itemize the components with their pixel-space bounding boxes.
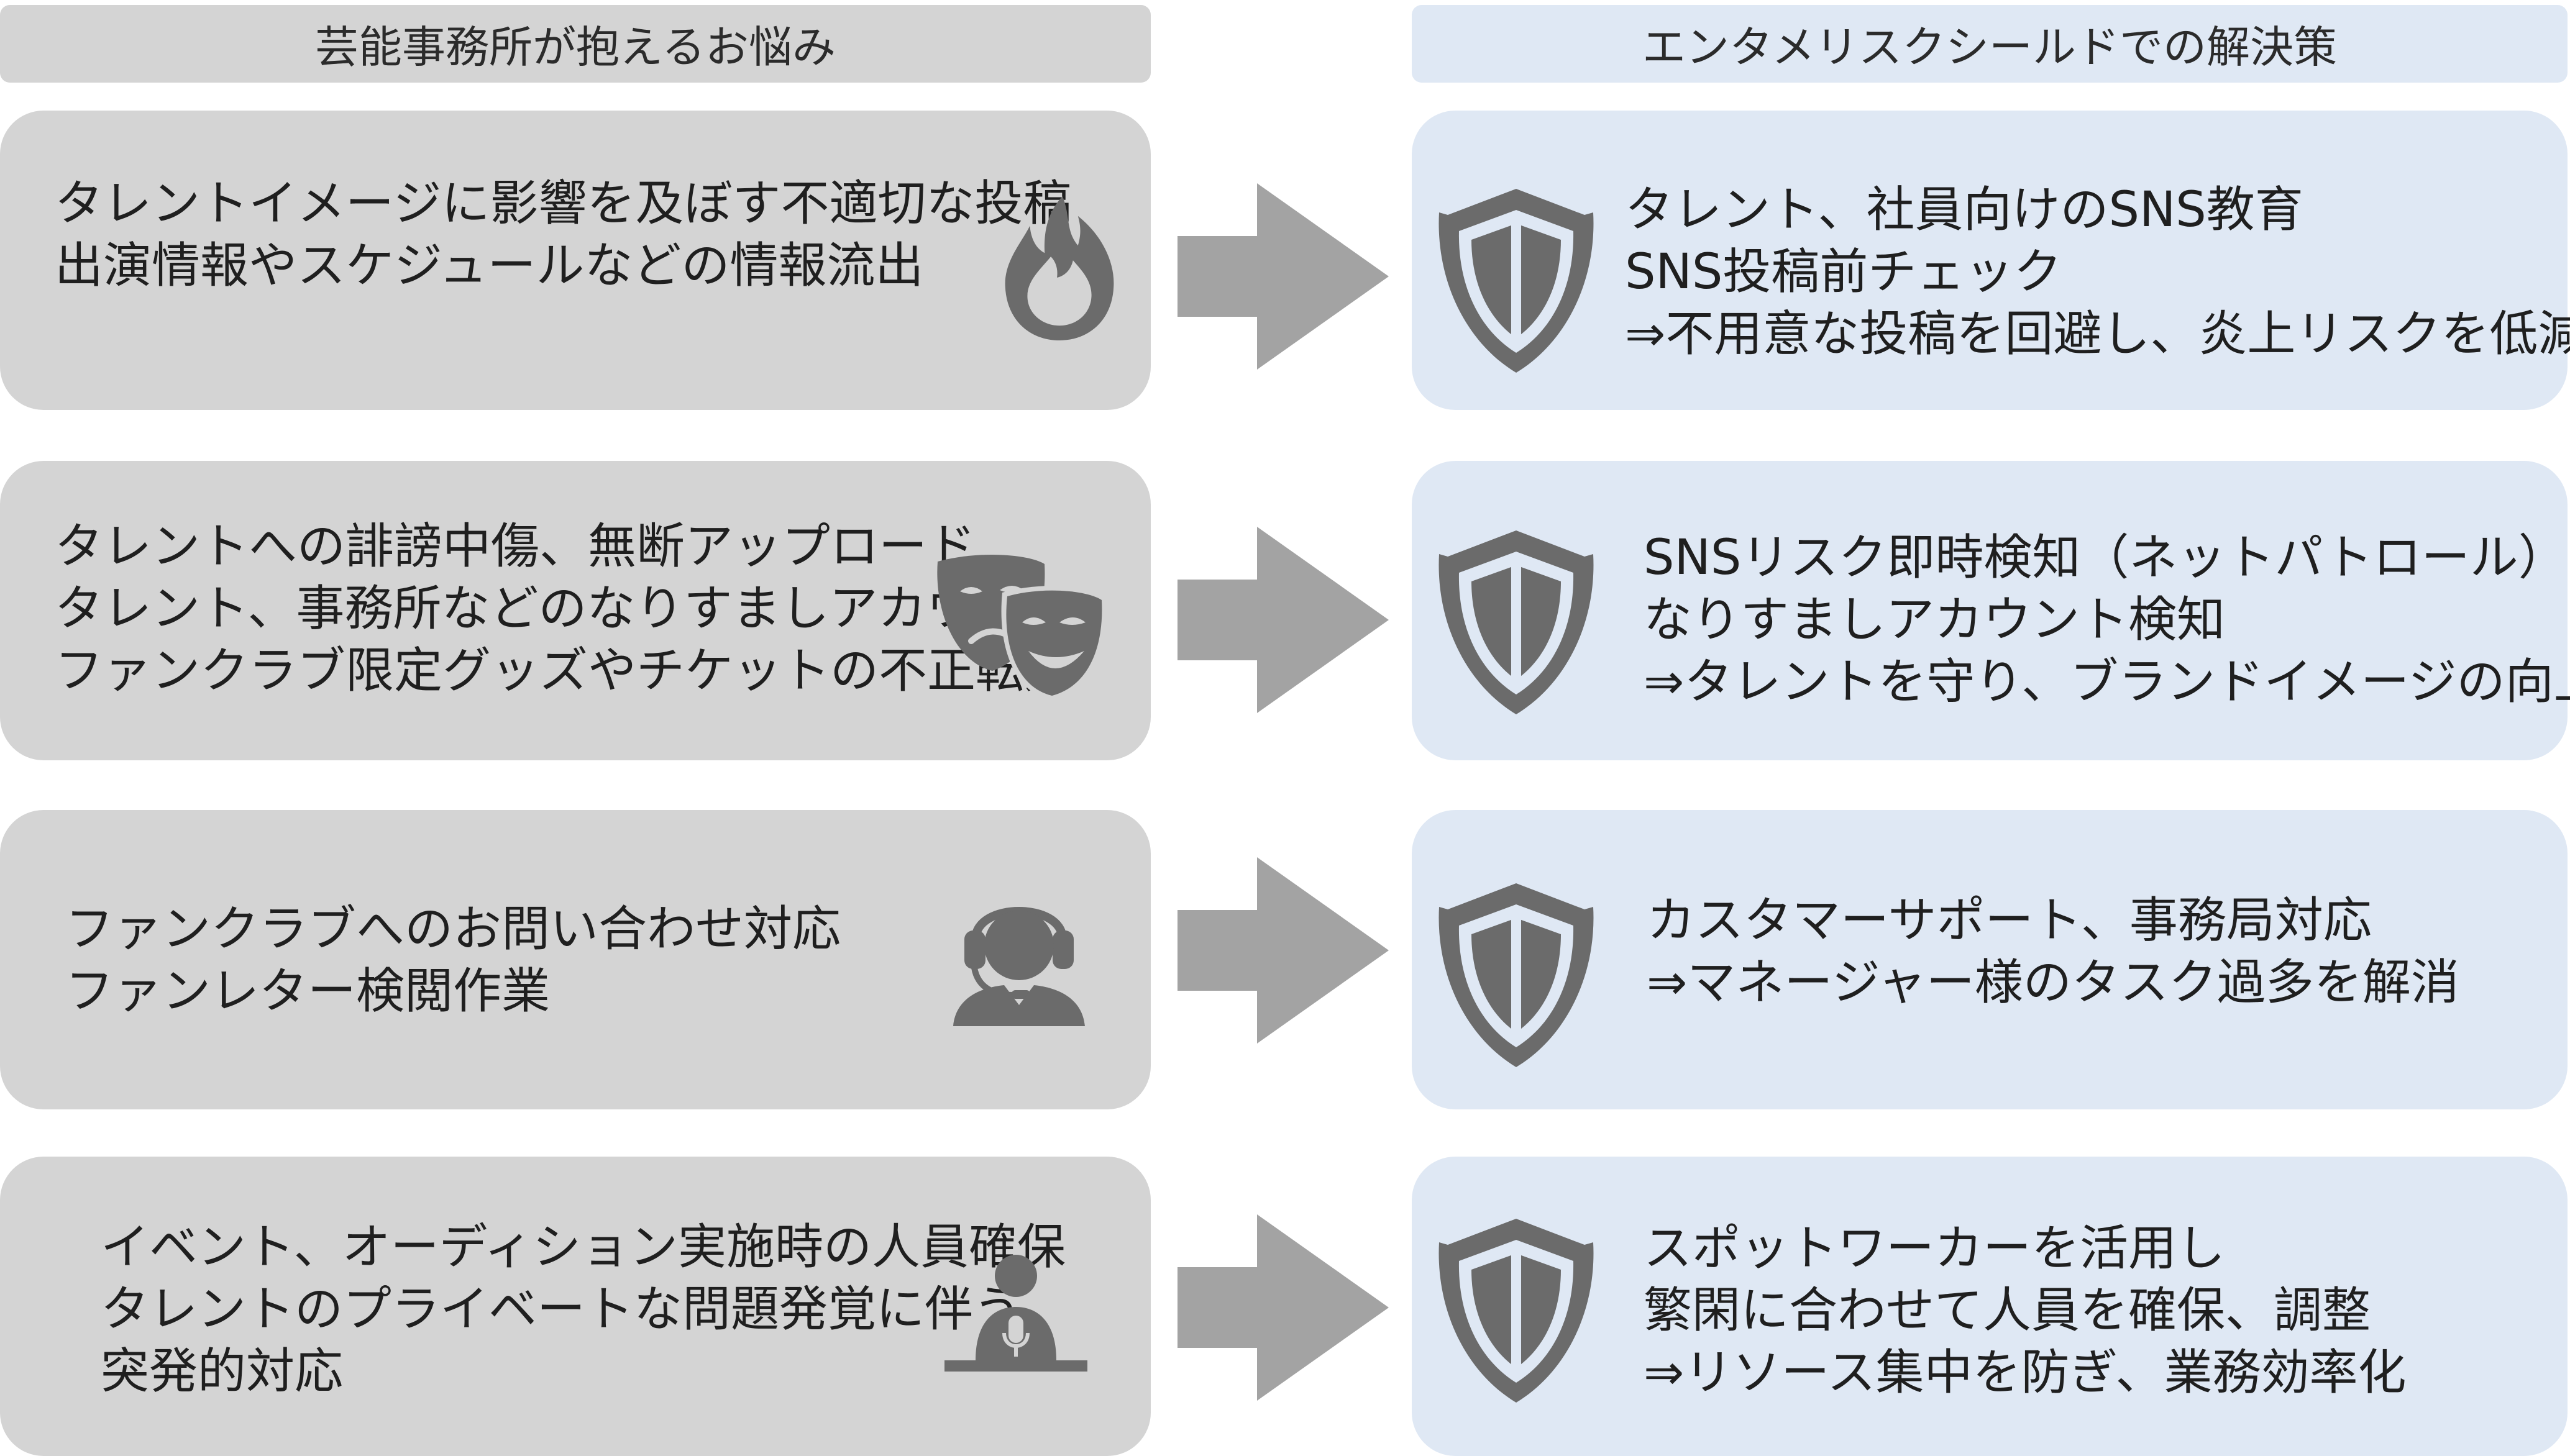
problem-line: タレントのプライベートな問題発覚に伴う xyxy=(101,1281,1022,1337)
problem-line: ファンクラブ限定グッズやチケットの不正転売 xyxy=(55,643,1073,699)
problem-line: イベント、オーディション実施時の人員確保 xyxy=(101,1219,1066,1275)
speaker-podium-icon xyxy=(944,1254,1087,1384)
problem-box-3 xyxy=(0,810,1151,1109)
solution-line: カスタマーサポート、事務局対応 xyxy=(1647,893,2372,949)
theater-masks-icon xyxy=(935,553,1112,702)
shield-icon xyxy=(1435,188,1597,374)
shield-icon xyxy=(1435,882,1597,1068)
problem-text-2: タレントへの誹謗中傷、無断アップロード タレント、事務所などのなりすましアカウン… xyxy=(55,516,1072,702)
solution-box-4 xyxy=(1412,1157,2568,1456)
solution-line: ⇒リソース集中を防ぎ、業務効率化 xyxy=(1644,1345,2407,1401)
problem-line: タレントへの誹謗中傷、無断アップロード xyxy=(55,519,976,575)
shield-icon xyxy=(1435,529,1597,716)
problem-line: 出演情報やスケジュールなどの情報流出 xyxy=(55,238,924,294)
solution-line: タレント、社員向けのSNS教育 xyxy=(1625,182,2303,238)
solution-box-2 xyxy=(1412,461,2568,760)
problem-box-4 xyxy=(0,1157,1151,1456)
problem-line: ファンレター検閲作業 xyxy=(65,963,551,1019)
problem-text-3: ファンクラブへのお問い合わせ対応 ファンレター検閲作業 xyxy=(65,898,841,1022)
solution-line: ⇒タレントを守り、ブランドイメージの向上 xyxy=(1644,654,2570,710)
solution-line: 繁閑に合わせて人員を確保、調整 xyxy=(1644,1283,2371,1339)
solution-text-1: タレント、社員向けのSNS教育 SNS投稿前チェック ⇒不用意な投稿を回避し、炎… xyxy=(1625,179,2570,365)
solution-line: ⇒不用意な投稿を回避し、炎上リスクを低減 xyxy=(1625,306,2570,362)
solution-line: なりすましアカウント検知 xyxy=(1644,592,2226,648)
problem-text-1: タレントイメージに影響を及ぼす不適切な投稿 出演情報やスケジュールなどの情報流出 xyxy=(55,173,1071,297)
problem-line: 突発的対応 xyxy=(101,1344,344,1399)
solution-line: ⇒マネージャー様のタスク過多を解消 xyxy=(1647,955,2459,1011)
arrow-icon xyxy=(1178,857,1389,1044)
solution-box-3 xyxy=(1412,810,2568,1109)
support-headset-icon xyxy=(951,877,1087,1026)
solution-line: スポットワーカーを活用し xyxy=(1644,1221,2226,1276)
solution-box-1 xyxy=(1412,111,2568,410)
arrow-icon xyxy=(1178,527,1389,713)
problem-line: タレント、事務所などのなりすましアカウント xyxy=(55,581,1072,637)
problem-line: ファンクラブへのお問い合わせ対応 xyxy=(65,901,841,957)
solution-text-3: カスタマーサポート、事務局対応 ⇒マネージャー様のタスク過多を解消 xyxy=(1647,890,2459,1014)
shield-icon xyxy=(1435,1217,1597,1404)
solution-text-2: SNSリスク即時検知（ネットパトロール） なりすましアカウント検知 ⇒タレントを… xyxy=(1644,527,2570,713)
solution-line: SNS投稿前チェック xyxy=(1625,244,2062,300)
solution-text-4: スポットワーカーを活用し 繁閑に合わせて人員を確保、調整 ⇒リソース集中を防ぎ、… xyxy=(1644,1217,2407,1404)
fire-icon xyxy=(1004,194,1115,342)
problem-line: タレントイメージに影響を及ぼす不適切な投稿 xyxy=(55,176,1072,232)
solutions-header: エンタメリスクシールドでの解決策 xyxy=(1412,5,2568,83)
problem-text-4: イベント、オーディション実施時の人員確保 タレントのプライベートな問題発覚に伴う… xyxy=(101,1216,1066,1403)
arrow-icon xyxy=(1178,183,1389,370)
problem-box-1 xyxy=(0,111,1151,410)
arrow-icon xyxy=(1178,1214,1389,1401)
solution-line: SNSリスク即時検知（ネットパトロール） xyxy=(1644,530,2567,586)
problems-header: 芸能事務所が抱えるお悩み xyxy=(0,5,1151,83)
